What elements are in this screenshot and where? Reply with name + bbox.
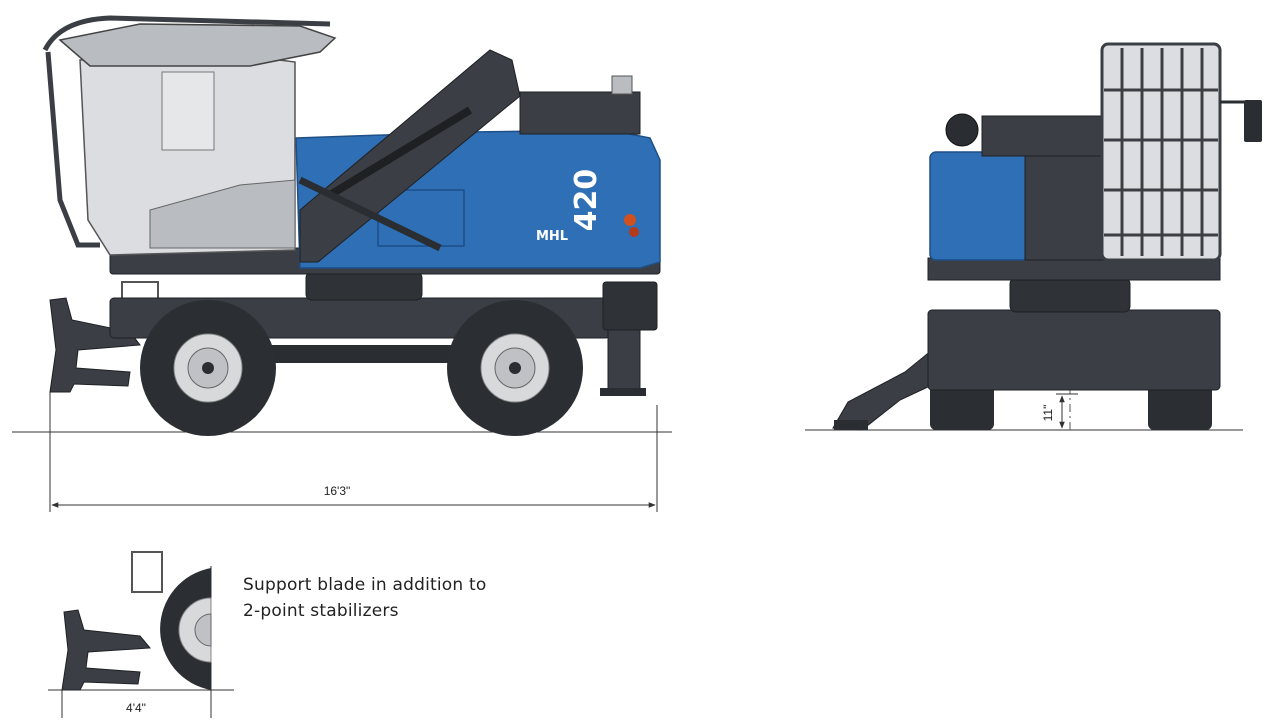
rear-view: 11"	[805, 42, 1262, 432]
rear-mirror	[1244, 100, 1262, 142]
rear-clearance-label: 11"	[1041, 405, 1055, 422]
detail-blade-width-label: 4'4"	[126, 701, 146, 715]
side-cab-window	[161, 71, 215, 151]
rear-counterweight-top	[981, 115, 1103, 157]
rear-fan-housing	[945, 113, 979, 147]
detail-support-blade	[61, 609, 152, 691]
side-engine-top	[519, 91, 641, 135]
rear-central-body	[1024, 149, 1106, 261]
blade-caption: Support blade in addition to 2-point sta…	[243, 572, 563, 624]
rear-right-tire	[1148, 380, 1212, 430]
detail-view: 4'4"	[48, 551, 234, 718]
caption-line-1: Support blade in addition to	[243, 575, 487, 595]
rear-left-tire	[930, 380, 994, 430]
rear-slewing-ring	[1009, 277, 1131, 313]
side-slewing-ring	[305, 271, 423, 301]
rear-cab-grille	[1104, 48, 1218, 256]
side-cab-pillar	[45, 51, 100, 248]
rear-support-blade-arm	[832, 348, 933, 431]
detail-wheel	[160, 568, 212, 690]
side-view: 16'3" 420 MHL	[12, 15, 672, 512]
rear-engine-housing	[929, 151, 1029, 261]
side-cab-roof	[58, 23, 337, 67]
side-length-label: 16'3"	[324, 484, 351, 498]
side-brand-text: MHL	[536, 229, 568, 244]
side-exhaust	[611, 75, 633, 95]
side-tail-light-2	[629, 227, 639, 237]
side-rear-foot	[600, 388, 646, 396]
caption-line-2: 2-point stabilizers	[243, 601, 399, 621]
side-boom-strut	[298, 176, 442, 252]
detail-stabilizer-bracket	[131, 551, 163, 593]
side-rear-stabilizer-leg	[607, 329, 641, 393]
side-rear-wheel	[447, 300, 583, 436]
side-axle-bar	[230, 345, 470, 363]
side-front-wheel	[140, 300, 276, 436]
side-hydraulic-cylinder	[327, 106, 473, 199]
side-model-number: 420	[569, 169, 604, 232]
rear-undercarriage	[927, 309, 1221, 391]
side-tail-light	[624, 214, 636, 226]
side-roll-guard	[42, 15, 331, 52]
rear-blade-foot	[834, 420, 868, 430]
side-cab-door-panel	[149, 179, 296, 249]
side-rear-stabilizer	[602, 281, 658, 331]
side-support-blade	[49, 297, 141, 393]
